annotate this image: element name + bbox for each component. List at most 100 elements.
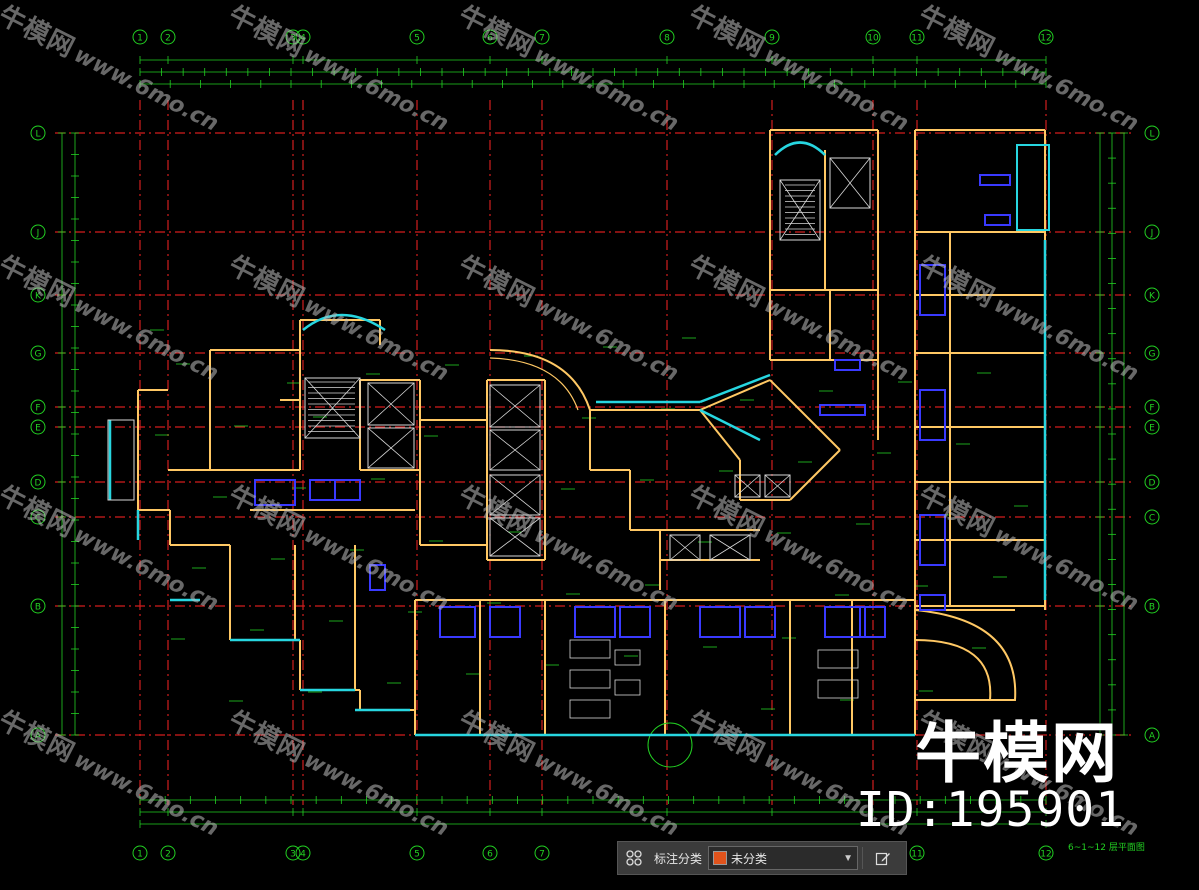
elevator-shaft	[669, 534, 701, 561]
axis-bubble-label: D	[35, 479, 42, 489]
elevator-cross	[367, 427, 415, 469]
axis-bubble-label: J	[36, 229, 40, 239]
axis-bubble	[1038, 29, 1054, 45]
edit-pencil-icon[interactable]	[867, 842, 899, 874]
wall-segment	[699, 379, 771, 411]
furniture-outline	[569, 639, 611, 659]
axis-bubble	[1144, 345, 1160, 361]
axis-bubble-label: A	[1149, 732, 1156, 742]
elevator-shaft	[734, 474, 761, 498]
axis-bubble-label: C	[1149, 514, 1155, 524]
curved-wall	[489, 349, 591, 411]
axis-bubble	[1144, 727, 1160, 743]
furniture-outline	[817, 649, 859, 669]
axis-bubble-label: 4	[300, 850, 306, 860]
axis-bubble	[160, 845, 176, 861]
curved-wall	[914, 609, 1017, 701]
annotation-grid-icon[interactable]	[618, 842, 650, 874]
axis-bubble-label: 10	[867, 34, 879, 44]
axis-bubble	[909, 29, 925, 45]
elevator-cross	[489, 517, 541, 557]
fixture-block	[824, 606, 866, 638]
dimension-lines	[58, 56, 1128, 828]
axis-bubble-label: G	[1149, 350, 1156, 360]
axis-bubble-label: 2	[165, 34, 171, 44]
wall-segment	[789, 449, 841, 501]
wall-segment	[699, 409, 741, 461]
fixture-block	[984, 214, 1011, 226]
brand-watermark: 牛模网	[915, 715, 1119, 792]
chevron-down-icon: ▼	[843, 852, 854, 864]
annotation-toolbar: 标注分类 未分类 ▼	[617, 841, 907, 875]
curved-window	[302, 313, 386, 332]
fixture-block	[439, 606, 476, 638]
elevator-shaft	[764, 474, 791, 498]
axis-bubble-label: D	[1149, 479, 1156, 489]
axis-bubble	[30, 419, 46, 435]
fixture-block	[859, 606, 886, 638]
fixture-block	[919, 594, 946, 611]
elevator-cross	[779, 179, 821, 241]
elevator-cross	[709, 534, 751, 561]
fixture-block	[919, 514, 946, 566]
axis-bubble	[30, 727, 46, 743]
window-line	[699, 373, 771, 404]
axis-bubble-label: F	[35, 404, 40, 414]
fixture-block	[334, 479, 361, 501]
axis-bubble	[1144, 598, 1160, 614]
axis-bubble	[865, 29, 881, 45]
axis-bubble	[30, 345, 46, 361]
furniture-outline	[614, 649, 641, 666]
axis-bubble	[1038, 845, 1054, 861]
axis-bubble-label: 2	[165, 850, 171, 860]
axis-bubble-label: 11	[911, 34, 922, 44]
fixtures	[254, 174, 1011, 719]
fixture-block	[574, 606, 616, 638]
balcony-outline	[107, 419, 135, 501]
axis-bubble-label: 3	[290, 850, 296, 860]
axis-bubble	[295, 29, 311, 45]
category-dropdown[interactable]: 未分类 ▼	[708, 846, 859, 870]
elevator-shaft	[489, 474, 541, 516]
furniture-outline	[614, 679, 641, 696]
axis-bubble-label: F	[1149, 404, 1154, 414]
wall-segment	[769, 379, 841, 451]
axis-bubble-label: E	[35, 424, 41, 434]
axis-bubble-label: 9	[769, 34, 775, 44]
walls	[137, 129, 1046, 768]
window-lines	[107, 144, 1050, 737]
axis-bubble	[1144, 474, 1160, 490]
axis-bubble-label: B	[1149, 603, 1155, 613]
fixture-block	[919, 389, 946, 441]
fixture-block	[919, 264, 946, 316]
axis-bubble-label: 6	[487, 34, 493, 44]
fixture-block	[834, 359, 861, 371]
axis-bubble-label: K	[1149, 292, 1156, 302]
furniture-outline	[569, 669, 611, 689]
axis-bubble	[1144, 125, 1160, 141]
axis-bubble	[764, 29, 780, 45]
elevator-cross	[304, 377, 361, 439]
sheet-title: 6~1~12 层平面图	[1068, 842, 1145, 853]
elevator-shaft	[489, 384, 541, 428]
fixture-block	[979, 174, 1011, 186]
elevator-cross	[489, 384, 541, 428]
elevator-shaft	[367, 382, 415, 426]
elevator-shaft	[829, 157, 871, 209]
elevator-shaft	[709, 534, 751, 561]
elevator-shaft	[367, 427, 415, 469]
axis-bubble-label: G	[35, 350, 42, 360]
fixture-block	[699, 606, 741, 638]
axis-bubble	[482, 845, 498, 861]
axis-bubble-label: 12	[1040, 850, 1051, 860]
axis-bubble-label: 1	[137, 850, 143, 860]
axis-bubble	[295, 845, 311, 861]
axis-bubble-label: 7	[539, 34, 545, 44]
axis-bubble-label: 7	[539, 850, 545, 860]
elevator-cross	[367, 382, 415, 426]
elevator-cross	[829, 157, 871, 209]
elevator-cross	[764, 474, 791, 498]
axis-bubble	[30, 399, 46, 415]
curved-wall	[489, 357, 579, 411]
